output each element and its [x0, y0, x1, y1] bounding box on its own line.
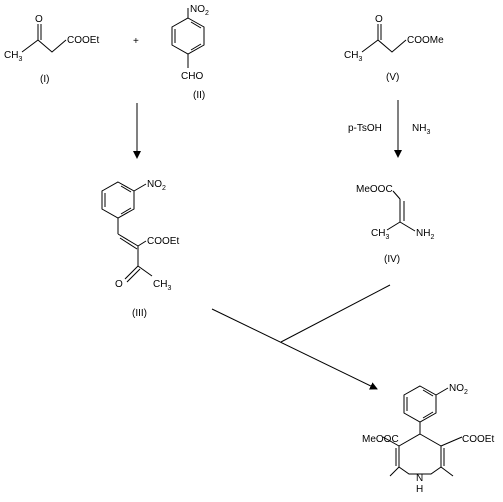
compound-iv-amine-group: NH2 — [416, 228, 434, 241]
compound-v: O CH3 COOMe (V) — [344, 14, 444, 83]
compound-iv: MeOOC CH3 NH2 (IV) — [356, 184, 434, 265]
compound-i: O CH3 COOEt (I) — [4, 14, 99, 85]
compound-iii: NO2 COOEt O CH3 (III) — [101, 179, 179, 319]
compound-i-label: (I) — [40, 74, 49, 85]
compound-i-methyl-label: CH3 — [4, 50, 22, 63]
compound-iii-ketone-oxygen: O — [115, 279, 123, 290]
reagent-acid: p-TsOH — [348, 123, 382, 134]
compound-iii-methyl-label: CH3 — [153, 279, 171, 292]
product-ring-nitrogen: N — [416, 473, 423, 484]
compound-iii-nitro-group: NO2 — [147, 179, 166, 192]
arrow-branch-compound-iv — [280, 284, 391, 343]
arrow-to-product — [211, 308, 378, 390]
compound-iii-label: (III) — [132, 308, 147, 319]
product-ring-hydrogen: H — [416, 484, 423, 495]
compound-v-ester-group: COOMe — [407, 35, 444, 46]
compound-v-methyl-label: CH3 — [344, 50, 362, 63]
compound-product: NO2 MeOOC COOEt N H — [362, 383, 494, 495]
plus-sign: + — [133, 36, 139, 47]
compound-iv-methyl-label: CH3 — [371, 228, 389, 241]
reagent-ammonia: NH3 — [412, 123, 430, 136]
compound-ii-aldehyde-group: CHO — [181, 71, 203, 82]
compound-iv-label: (IV) — [384, 254, 400, 265]
compound-v-label: (V) — [386, 72, 399, 83]
compound-iii-ester-group: COOEt — [147, 236, 179, 247]
product-ester-left: MeOOC — [362, 434, 399, 445]
compound-i-ketone-oxygen: O — [35, 14, 43, 25]
compound-ii-label: (II) — [193, 90, 205, 101]
compound-iv-ester-group: MeOOC — [356, 184, 393, 195]
compound-ii: NO2 CHO (II) — [171, 4, 209, 101]
compound-i-ester-group: COOEt — [67, 35, 99, 46]
compound-v-ketone-oxygen: O — [375, 14, 383, 25]
compound-ii-nitro-group: NO2 — [190, 4, 209, 17]
product-nitro-group: NO2 — [449, 383, 468, 396]
product-ester-right: COOEt — [462, 434, 494, 445]
